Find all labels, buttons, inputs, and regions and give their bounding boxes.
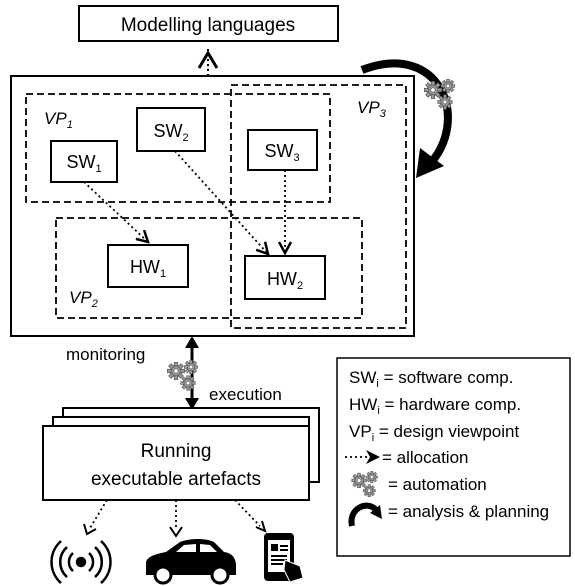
legend-box: SWi = software comp. HWi = hardware comp… <box>336 357 571 557</box>
sw1-box: SW1 <box>50 140 118 183</box>
allocation-arrows <box>83 150 285 254</box>
running-label-line1: Running <box>141 441 212 462</box>
svg-text:SW3: SW3 <box>264 141 299 164</box>
legend-sw: SWi = software comp. <box>349 368 513 390</box>
sw2-box: SW2 <box>136 107 206 152</box>
vp2-label: VP2 <box>69 288 98 310</box>
hw2-box: HW2 <box>244 255 326 300</box>
monitoring-label: monitoring <box>66 345 145 364</box>
system-box <box>10 75 415 337</box>
vp3-label: VP3 <box>357 98 387 120</box>
car-icon <box>146 539 236 585</box>
legend-curved-arrow-icon <box>348 502 379 527</box>
svg-text:SW2: SW2 <box>153 121 188 144</box>
wireless-signal-icon <box>50 540 112 584</box>
execution-label: execution <box>209 385 282 404</box>
legend-vp: VPi = design viewpoint <box>349 422 519 444</box>
smartphone-icon <box>264 533 304 583</box>
vp1-label: VP1 <box>44 109 73 131</box>
sw3-box: SW3 <box>247 129 318 171</box>
svg-text:HW1: HW1 <box>130 257 166 280</box>
running-label-line2: executable artefacts <box>91 469 261 490</box>
deploy-arrows <box>89 499 261 530</box>
legend-automation: = automation <box>388 475 487 494</box>
analysis-planning-arrowhead <box>416 148 444 178</box>
svg-text:HW2: HW2 <box>267 269 303 292</box>
legend-allocation: = allocation <box>382 448 468 467</box>
modelling-languages-label: Modelling languages <box>121 15 295 36</box>
legend-hw: HWi = hardware comp. <box>349 395 521 417</box>
svg-text:SW1: SW1 <box>66 152 101 175</box>
legend-analysis: = analysis & planning <box>388 502 549 521</box>
vp1-region <box>25 93 331 203</box>
vp2-region <box>55 217 363 319</box>
sw2-to-hw2-arrow <box>174 150 268 254</box>
running-artefacts-stack: Running executable artefacts <box>42 407 320 501</box>
hw1-box: HW1 <box>107 244 189 288</box>
modelling-languages-box: Modelling languages <box>78 5 339 42</box>
main-to-modelling-arrowhead <box>197 50 219 69</box>
